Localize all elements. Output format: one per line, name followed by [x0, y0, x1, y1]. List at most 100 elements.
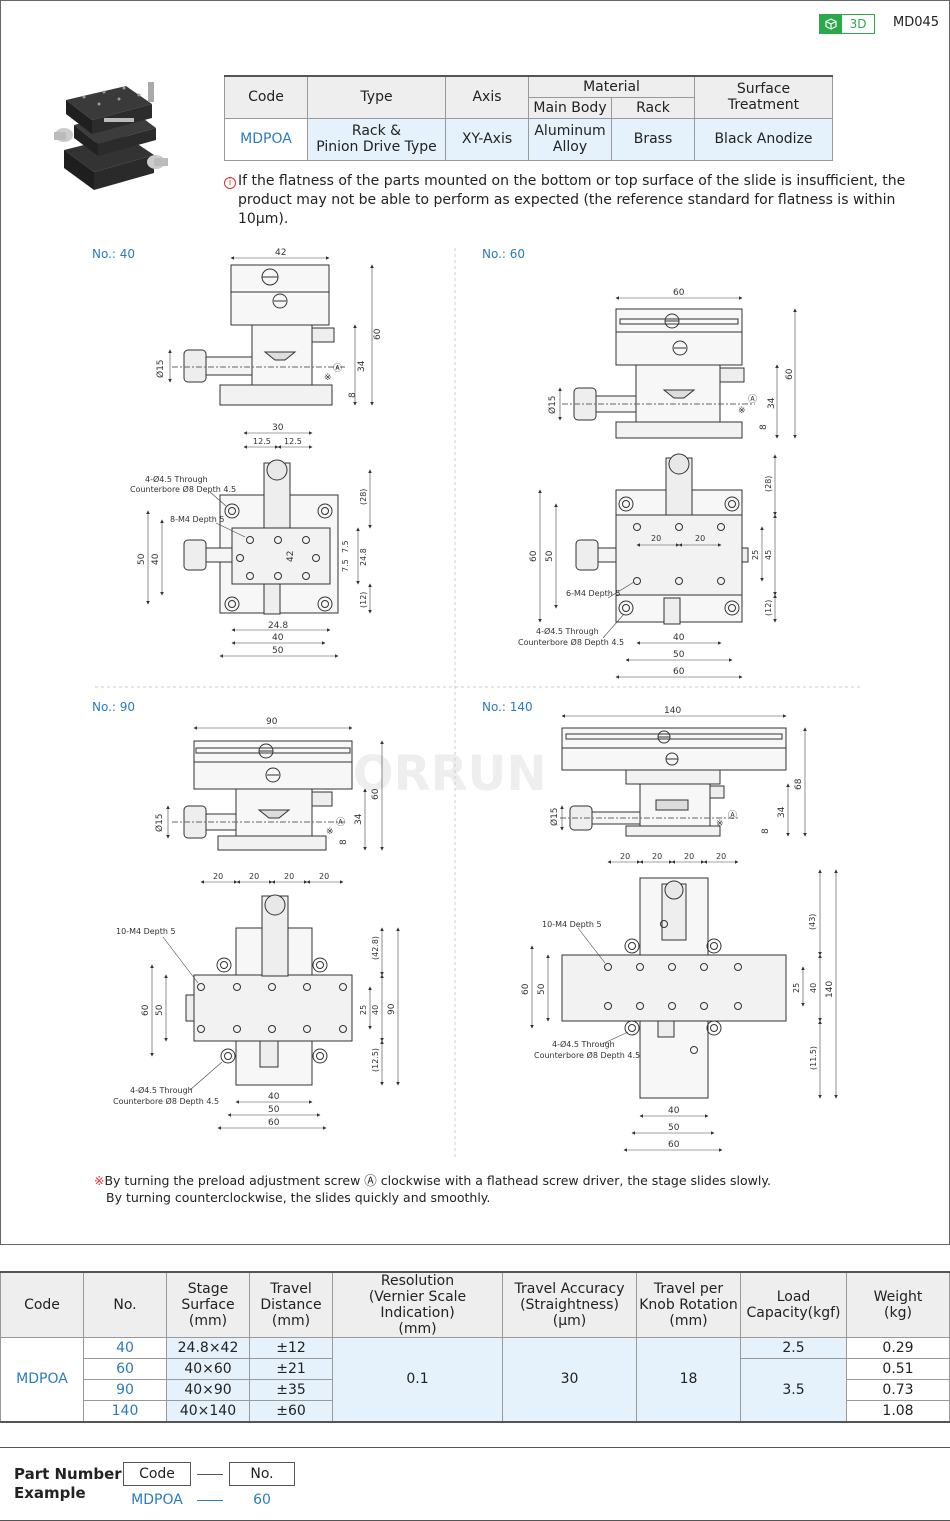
no90-side-view: [172, 740, 353, 851]
pn-separator-value: [197, 1500, 223, 1501]
svg-text:40: 40: [272, 633, 284, 643]
svg-text:20: 20: [695, 534, 705, 543]
svg-text:20: 20: [716, 852, 726, 861]
svg-text:50: 50: [137, 553, 147, 565]
svg-text:8-M4 Depth 5: 8-M4 Depth 5: [170, 515, 225, 524]
3d-label: 3D: [849, 17, 867, 31]
svg-text:20: 20: [284, 872, 294, 881]
row-knob: 18: [636, 1337, 741, 1422]
svg-text:(28): (28): [764, 476, 773, 492]
th-rack: Rack: [611, 96, 695, 119]
svg-text:(28): (28): [359, 489, 368, 505]
svg-text:50: 50: [537, 983, 547, 995]
watermark: FORRUN: [320, 746, 547, 802]
svg-text:20: 20: [213, 872, 223, 881]
spec-axis: XY-Axis: [445, 117, 529, 161]
row-travel: ±21: [249, 1358, 333, 1380]
no90-top-view: [185, 894, 353, 1086]
svg-text:40: 40: [668, 1106, 680, 1116]
row-no[interactable]: 90: [83, 1379, 167, 1401]
table-row: 60 40×60 ±21 3.5 0.51: [1, 1358, 950, 1422]
svg-text:4-Ø4.5 Through: 4-Ø4.5 Through: [145, 474, 208, 484]
svg-text:8: 8: [759, 424, 769, 430]
svg-text:Counterbore Ø8 Depth 4.5: Counterbore Ø8 Depth 4.5: [113, 1096, 219, 1106]
row-code[interactable]: MDPOA: [0, 1337, 84, 1422]
row-no[interactable]: 40: [83, 1337, 167, 1359]
svg-text:25: 25: [751, 550, 760, 560]
drawing-label-140: No.: 140: [482, 700, 533, 714]
svg-text:(43): (43): [808, 914, 817, 930]
svg-text:25: 25: [359, 1005, 368, 1015]
svg-text:60: 60: [141, 1004, 151, 1016]
svg-text:34: 34: [777, 806, 787, 818]
svg-text:24.8: 24.8: [268, 621, 288, 631]
svg-text:4-Ø4.5 Through: 4-Ø4.5 Through: [552, 1039, 615, 1049]
no40-side-dims: [168, 256, 374, 406]
row-stage: 24.8×42: [166, 1337, 250, 1359]
svg-text:60: 60: [673, 667, 685, 677]
svg-text:20: 20: [620, 852, 630, 861]
spec-code[interactable]: MDPOA: [224, 117, 308, 161]
svg-text:Ø15: Ø15: [549, 807, 560, 826]
svg-text:90: 90: [387, 1003, 397, 1015]
th-no: No.: [83, 1271, 167, 1338]
svg-text:50: 50: [545, 550, 555, 562]
drawing-label-60: No.: 60: [482, 247, 526, 261]
svg-text:Ø15: Ø15: [155, 359, 166, 378]
th-accuracy: Travel Accuracy(Straightness) (μm): [502, 1271, 637, 1338]
svg-text:25: 25: [792, 983, 801, 993]
svg-text:40: 40: [151, 553, 161, 565]
row-weight: 0.73: [846, 1379, 950, 1401]
no140-side-view: [560, 727, 787, 837]
svg-text:8: 8: [761, 828, 771, 834]
th-code: Code: [0, 1271, 84, 1338]
svg-text:6-M4 Depth 5: 6-M4 Depth 5: [566, 589, 621, 598]
svg-text:60: 60: [371, 788, 381, 800]
row-travel: ±60: [249, 1400, 333, 1422]
drawing-label-40: No.: 40: [92, 247, 136, 261]
svg-text:60: 60: [268, 1118, 280, 1128]
row-stage: 40×140: [166, 1400, 250, 1422]
svg-text:60: 60: [529, 550, 539, 562]
svg-text:4-Ø4.5 Through: 4-Ø4.5 Through: [536, 626, 599, 636]
svg-text:20: 20: [651, 534, 661, 543]
svg-text:Ø15: Ø15: [547, 395, 558, 414]
row-stage: 40×90: [166, 1379, 250, 1401]
th-weight: Weight(kg): [846, 1271, 950, 1338]
spec-type: Rack &Pinion Drive Type: [307, 117, 446, 161]
spec-rack: Brass: [611, 117, 695, 161]
svg-text:90: 90: [266, 717, 278, 727]
svg-text:50: 50: [155, 1004, 165, 1016]
svg-text:(12): (12): [764, 600, 773, 616]
no-value[interactable]: 60: [253, 1492, 271, 1508]
svg-text:40: 40: [673, 633, 685, 643]
th-surface: Surface Treatment: [694, 75, 833, 119]
code-value[interactable]: MDPOA: [131, 1492, 183, 1508]
row-no[interactable]: 140: [83, 1400, 167, 1422]
3d-badge[interactable]: 3D: [819, 14, 875, 34]
table-row: 140 40×140 ±60 1.08: [1, 1400, 950, 1422]
svg-text:※: ※: [324, 373, 332, 383]
no40-top-view: [183, 459, 339, 615]
svg-text:40: 40: [268, 1092, 280, 1102]
info-icon: i: [224, 177, 236, 189]
svg-text:68: 68: [794, 778, 804, 790]
row-travel: ±12: [249, 1337, 333, 1359]
svg-text:50: 50: [673, 650, 685, 660]
svg-text:(42.8): (42.8): [371, 936, 380, 960]
no140-top-dims: [530, 860, 838, 1152]
th-main-body: Main Body: [528, 96, 612, 119]
svg-text:34: 34: [767, 397, 777, 409]
no140-side-dims: [560, 714, 807, 837]
no140-top-view: [561, 877, 787, 1099]
product-photo: [44, 80, 174, 195]
row-travel: ±35: [249, 1379, 333, 1401]
spec-surface: Black Anodize: [694, 117, 833, 161]
svg-text:45: 45: [764, 550, 773, 560]
th-axis: Axis: [445, 75, 529, 119]
row-no[interactable]: 60: [83, 1358, 167, 1380]
